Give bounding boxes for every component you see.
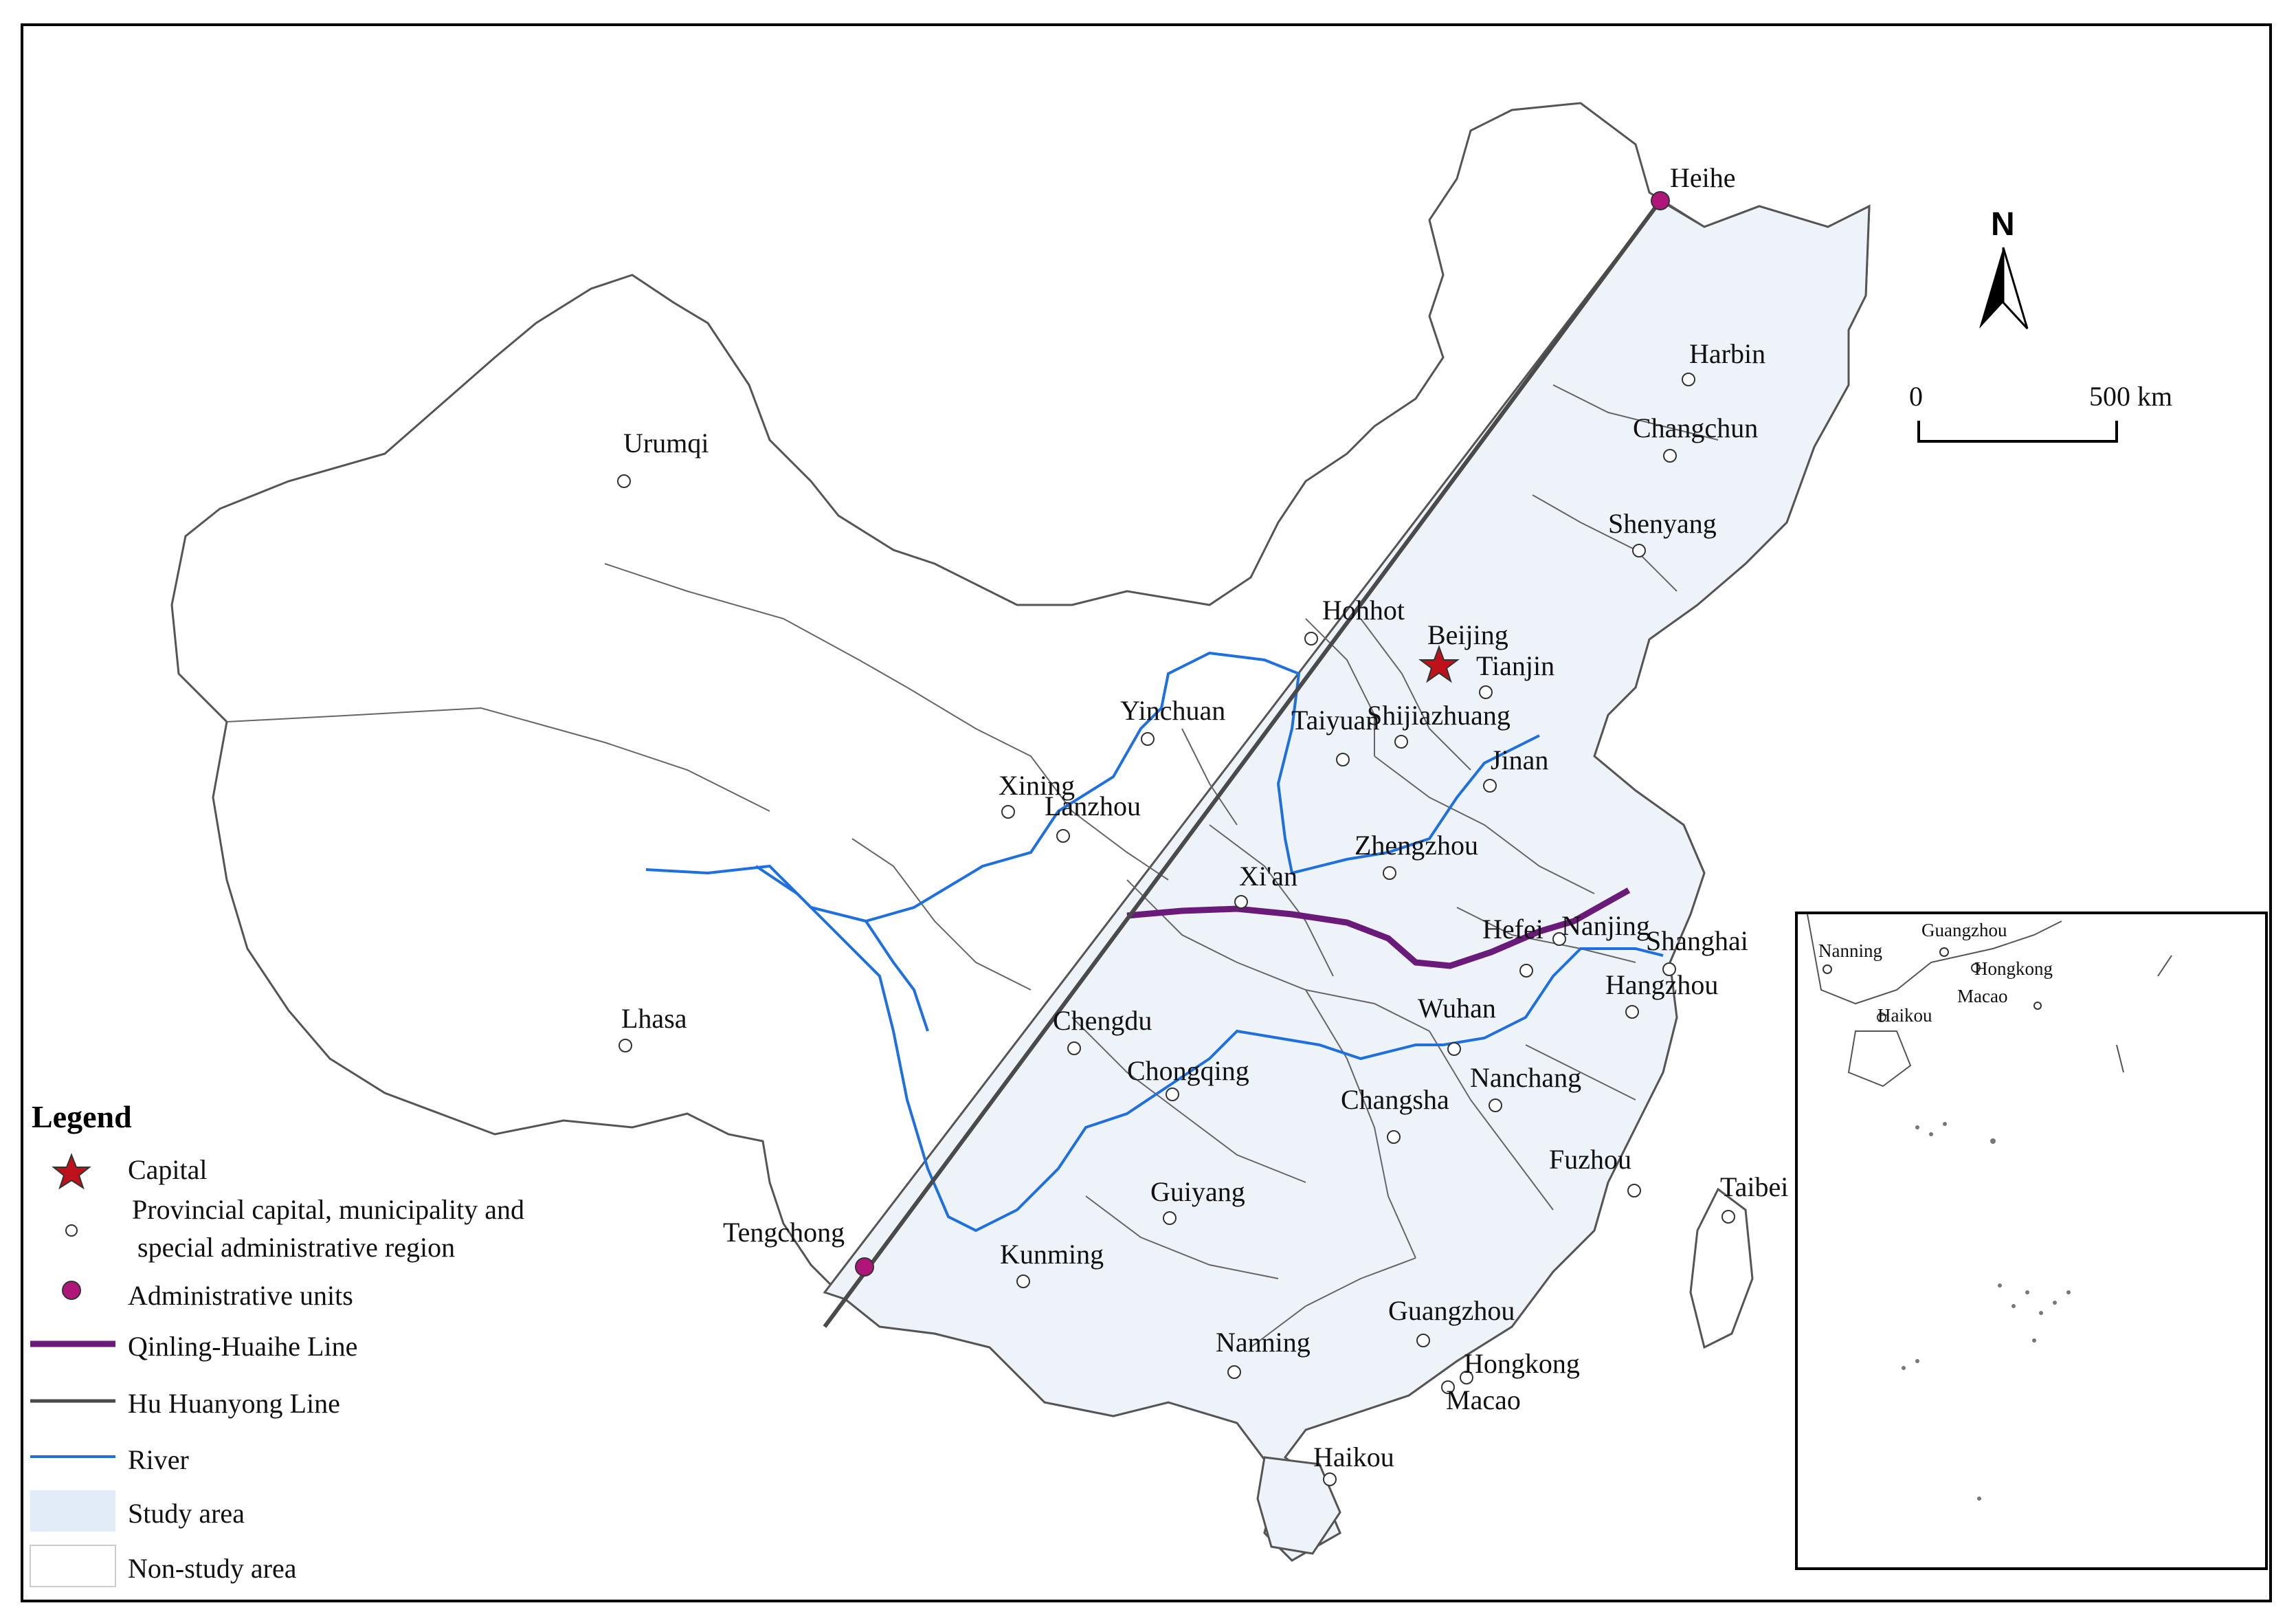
inset-label-macao: Macao xyxy=(1957,986,2007,1006)
legend-label-provincial-1: Provincial capital, municipality and xyxy=(132,1194,524,1225)
inset-label-hongkong: Hongkong xyxy=(1974,958,2053,979)
label-nanjing: Nanjing xyxy=(1561,910,1650,941)
label-nanchang: Nanchang xyxy=(1470,1062,1581,1093)
label-haikou: Haikou xyxy=(1313,1442,1394,1472)
taiwan-island xyxy=(1689,1187,1754,1349)
label-xian: Xi'an xyxy=(1239,861,1297,892)
inset-labels: Nanning Guangzhou Hongkong Macao Haikou xyxy=(1818,920,2053,1026)
label-hongkong: Hongkong xyxy=(1464,1348,1580,1379)
label-zhengzhou: Zhengzhou xyxy=(1355,830,1478,861)
label-chengdu: Chengdu xyxy=(1053,1005,1152,1036)
city-labels: Heihe Harbin Changchun Shenyang Urumqi H… xyxy=(621,162,1788,1472)
yangtze-river xyxy=(755,865,1664,1233)
label-tianjin: Tianjin xyxy=(1476,650,1554,681)
north-arrow-label: N xyxy=(1991,206,2015,243)
label-hangzhou: Hangzhou xyxy=(1605,969,1718,1000)
legend-label-non-study-area: Non-study area xyxy=(128,1553,297,1584)
inset-label-haikou: Haikou xyxy=(1877,1005,1932,1026)
label-nanning: Nanning xyxy=(1216,1327,1311,1358)
inset-markers xyxy=(1823,947,2042,1022)
label-xining: Xining xyxy=(999,770,1075,801)
label-fuzhou: Fuzhou xyxy=(1549,1144,1631,1175)
rivers xyxy=(645,651,1664,1233)
label-lanzhou: Lanzhou xyxy=(1045,791,1141,821)
legend-capital-star-icon xyxy=(52,1153,91,1190)
inset-frame xyxy=(1795,912,2268,1570)
legend-admin-unit-icon xyxy=(62,1281,81,1300)
city-markers xyxy=(617,373,1735,1486)
legend-provincial-capital-icon xyxy=(65,1224,78,1237)
label-yinchuan: Yinchuan xyxy=(1120,695,1225,726)
label-beijing: Beijing xyxy=(1427,619,1508,650)
scale-bar: 0 500 km xyxy=(1909,381,2172,443)
label-jinan: Jinan xyxy=(1491,744,1548,775)
label-guangzhou: Guangzhou xyxy=(1388,1295,1515,1326)
north-arrow-icon xyxy=(1979,247,2003,329)
yellow-river xyxy=(645,651,1540,923)
legend-label-capital: Capital xyxy=(128,1154,208,1185)
legend-label-study-area: Study area xyxy=(128,1498,245,1529)
label-wuhan: Wuhan xyxy=(1418,993,1496,1024)
label-shanghai: Shanghai xyxy=(1646,925,1748,956)
label-macao: Macao xyxy=(1446,1384,1521,1415)
label-guiyang: Guiyang xyxy=(1150,1176,1245,1207)
legend-title: Legend xyxy=(32,1099,132,1134)
legend-label-provincial-2: special administrative region xyxy=(137,1232,455,1263)
inset-label-nanning: Nanning xyxy=(1818,940,1882,961)
admin-unit-markers xyxy=(855,191,1670,1277)
label-heihe: Heihe xyxy=(1670,162,1736,193)
label-changchun: Changchun xyxy=(1633,412,1758,443)
study-area xyxy=(823,199,1871,1562)
legend-non-study-area-icon xyxy=(30,1545,116,1587)
scale-start-label: 0 xyxy=(1909,381,1923,412)
qinling-huaihe-line xyxy=(1126,887,1631,969)
province-boundaries xyxy=(226,384,1719,1348)
legend-label-admin-units: Administrative units xyxy=(128,1280,353,1311)
label-harbin: Harbin xyxy=(1689,338,1765,369)
label-changsha: Changsha xyxy=(1341,1084,1449,1115)
legend-label-river: River xyxy=(128,1444,189,1475)
label-shijiazhuang: Shijiazhuang xyxy=(1367,700,1511,731)
label-lhasa: Lhasa xyxy=(621,1003,687,1034)
inset-islands xyxy=(1902,1122,2071,1501)
legend-label-hu-huanyong: Hu Huanyong Line xyxy=(128,1388,340,1419)
hainan-island xyxy=(1256,1456,1341,1555)
label-taiyuan: Taiyuan xyxy=(1291,705,1379,736)
capital-star-icon xyxy=(1418,645,1460,683)
label-chongqing: Chongqing xyxy=(1127,1055,1249,1086)
river-connector xyxy=(865,920,929,1032)
label-shenyang: Shenyang xyxy=(1608,508,1717,539)
scale-end-label: 500 km xyxy=(2089,381,2172,412)
label-kunming: Kunming xyxy=(1000,1239,1104,1270)
legend-label-qinling-huaihe: Qinling-Huaihe Line xyxy=(128,1331,357,1362)
label-hohhot: Hohhot xyxy=(1322,595,1405,626)
north-arrow: N xyxy=(1979,206,2029,330)
legend-study-area-icon xyxy=(30,1490,115,1532)
inset-map xyxy=(1807,914,2172,1087)
legend: Legend Capital Provincial capital, munic… xyxy=(30,1099,524,1587)
label-hefei: Hefei xyxy=(1482,914,1543,945)
label-taibei: Taibei xyxy=(1720,1171,1788,1202)
label-tengchong: Tengchong xyxy=(723,1217,845,1248)
inset-label-guangzhou: Guangzhou xyxy=(1921,920,2007,940)
map-frame xyxy=(21,23,2272,1602)
label-urumqi: Urumqi xyxy=(623,428,709,459)
hu-huanyong-line xyxy=(823,199,1662,1328)
